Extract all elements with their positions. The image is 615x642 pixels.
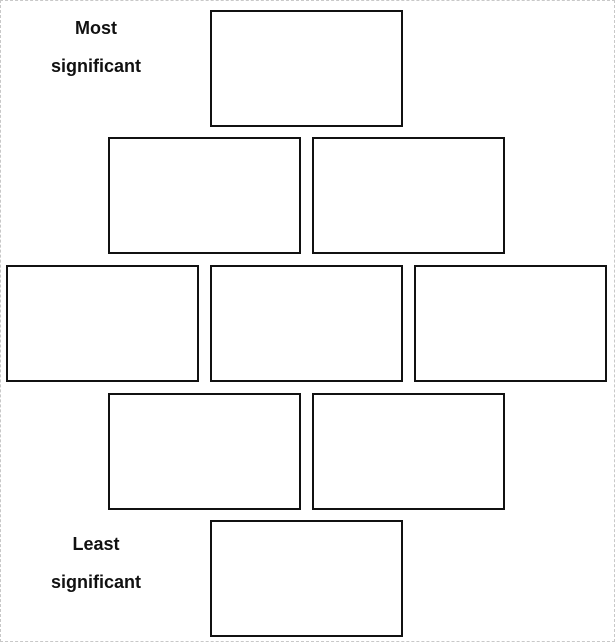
rank-box-row4-left[interactable]	[108, 393, 301, 510]
least-significant-label: Least significant	[41, 525, 151, 601]
most-significant-label: Most significant	[41, 9, 151, 85]
least-label-line2: significant	[50, 572, 141, 592]
rank-box-row1-center[interactable]	[210, 10, 403, 127]
rank-box-row2-right[interactable]	[312, 137, 505, 254]
most-label-line2: significant	[50, 56, 141, 76]
rank-box-row5-center[interactable]	[210, 520, 403, 637]
rank-box-row3-center[interactable]	[210, 265, 403, 382]
least-label-line1: Least	[72, 534, 120, 554]
rank-box-row3-right[interactable]	[414, 265, 607, 382]
rank-box-row2-left[interactable]	[108, 137, 301, 254]
rank-box-row3-left[interactable]	[6, 265, 199, 382]
rank-box-row4-right[interactable]	[312, 393, 505, 510]
most-label-line1: Most	[75, 18, 117, 38]
